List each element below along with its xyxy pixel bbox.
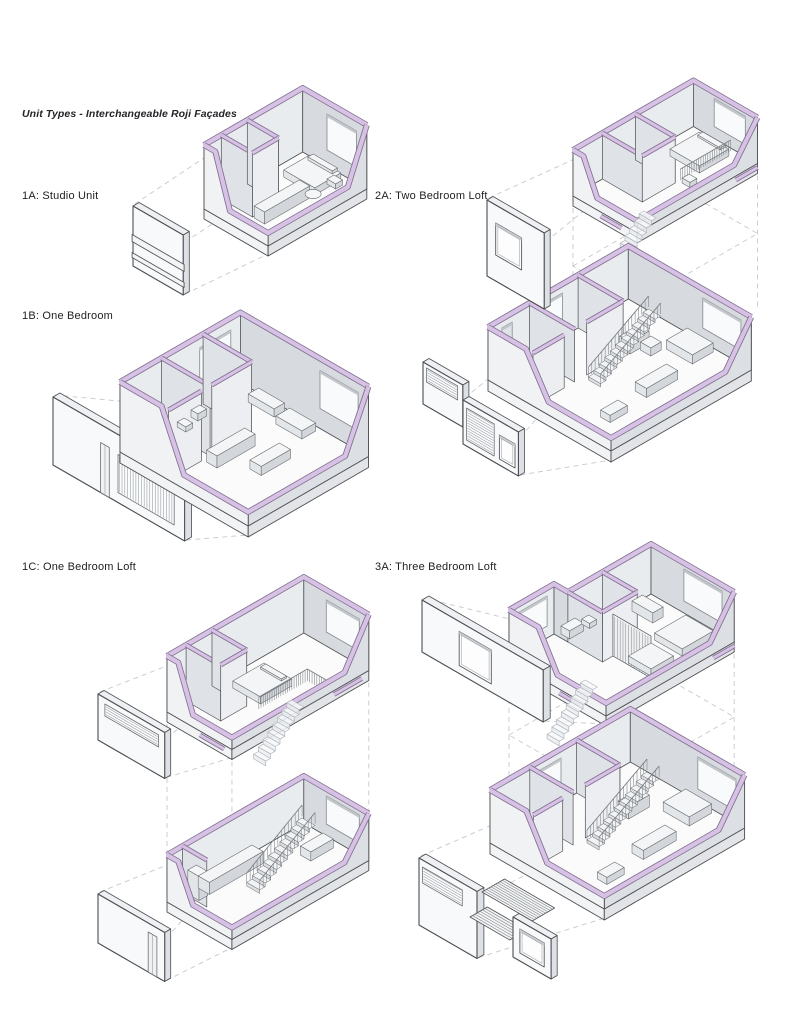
- label-unit-3a: 3A: Three Bedroom Loft: [375, 561, 497, 573]
- label-unit-1b: 1B: One Bedroom: [22, 310, 114, 322]
- unit-1a-axon: [131, 85, 370, 296]
- label-unit-1c: 1C: One Bedroom Loft: [22, 561, 137, 573]
- unit-3a-axon: [418, 541, 748, 980]
- unit-2a-axon: [422, 77, 761, 477]
- unit-1b-axon: [52, 309, 372, 542]
- page-title: Unit Types - Interchangeable Roji Façade…: [22, 108, 237, 120]
- unit-1c-axon: [97, 574, 372, 983]
- label-unit-1a: 1A: Studio Unit: [22, 190, 99, 202]
- label-unit-2a: 2A: Two Bedroom Loft: [375, 190, 488, 202]
